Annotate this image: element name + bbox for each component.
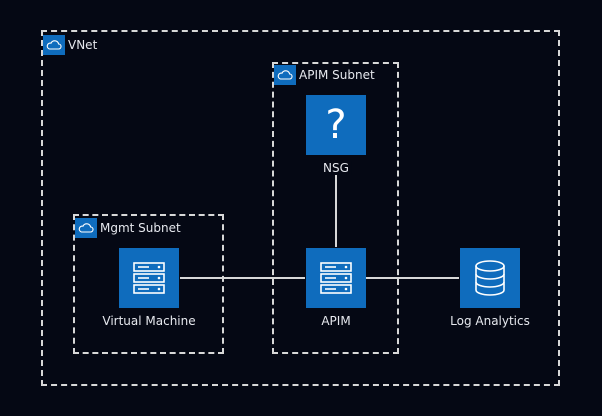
log-analytics-label: Log Analytics [450,314,530,328]
log-analytics-node[interactable] [460,248,520,308]
apim-subnet-label: APIM Subnet [299,68,375,82]
apim-node[interactable] [306,248,366,308]
server-icon [320,262,352,294]
apim-subnet-group [272,62,399,354]
cloud-icon [43,35,65,55]
vnet-label: VNet [68,38,98,52]
mgmt-subnet-label: Mgmt Subnet [100,221,181,235]
server-icon [133,262,165,294]
question-mark-icon: ? [325,102,347,148]
mgmt-subnet-group [73,214,224,354]
vnet-group [41,30,560,386]
apim-subnet-group-label: APIM Subnet [274,65,375,85]
cloud-icon [274,65,296,85]
cloud-icon [75,218,97,238]
nsg-label: NSG [321,161,351,175]
virtual-machine-node[interactable] [119,248,179,308]
virtual-machine-label: Virtual Machine [102,314,196,328]
database-icon [475,260,505,296]
nsg-node[interactable]: ? [306,95,366,155]
apim-label: APIM [321,314,351,328]
mgmt-subnet-group-label: Mgmt Subnet [75,218,181,238]
vnet-group-label: VNet [43,35,97,55]
